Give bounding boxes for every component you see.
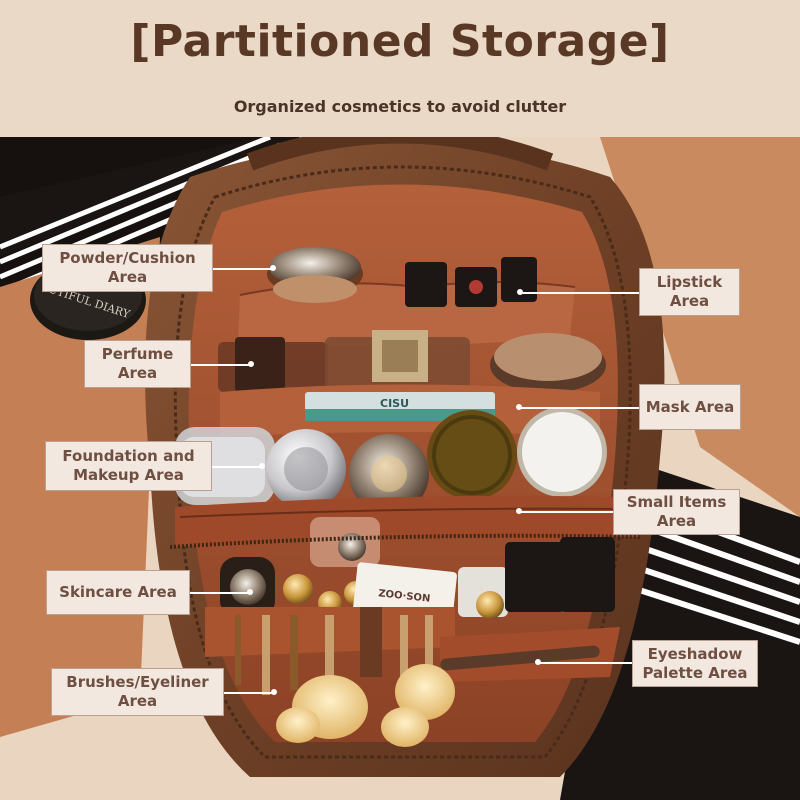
label-small-items-area: Small Items Area (613, 489, 740, 535)
label-brushes-eyeliner-area: Brushes/Eyeliner Area (51, 668, 224, 716)
mask-pocket: CISU (220, 384, 600, 437)
brush-puffs (276, 664, 455, 747)
product-photo: UTIFUL DIARY (0, 137, 800, 800)
page-subtitle: Organized cosmetics to avoid clutter (233, 97, 567, 116)
label-lipstick-area: Lipstick Area (639, 268, 740, 316)
leader-dot-small-items (516, 508, 522, 514)
leader-mask (519, 407, 639, 409)
leader-dot-perfume (248, 361, 254, 367)
mask-text: CISU (380, 397, 409, 410)
leader-dot-eyeshadow (535, 659, 541, 665)
page-title: [Partitioned Storage] (130, 16, 670, 67)
lipsticks (405, 257, 537, 307)
label-skincare-area: Skincare Area (46, 570, 190, 615)
leader-small-items (519, 511, 613, 513)
leader-dot-mask (516, 404, 522, 410)
small-items-pocket (175, 495, 640, 567)
tube-text: ZOO·SON (378, 588, 431, 604)
skincare-items: ZOO·SON (220, 537, 615, 622)
leader-lipstick (520, 292, 640, 294)
leader-brushes (224, 692, 274, 694)
label-powder-cushion-area: Powder/Cushion Area (42, 244, 213, 292)
leader-eyeshadow (538, 662, 632, 664)
leader-dot-brushes (271, 689, 277, 695)
leader-dot-skincare (247, 589, 253, 595)
label-mask-area: Mask Area (639, 384, 741, 430)
leader-foundation (212, 466, 262, 468)
perfume-bottles (218, 330, 606, 393)
label-eyeshadow-palette-area: Eyeshadow Palette Area (632, 640, 758, 687)
brush-pockets (205, 607, 620, 695)
leader-perfume (191, 364, 251, 366)
leader-skincare (190, 592, 250, 594)
label-perfume-area: Perfume Area (84, 340, 191, 388)
bag-illustration: UTIFUL DIARY (0, 137, 800, 800)
leader-dot-foundation (259, 463, 265, 469)
leader-dot-powder (270, 265, 276, 271)
leader-powder (213, 268, 273, 270)
label-foundation-makeup-area: Foundation and Makeup Area (45, 441, 212, 491)
leader-dot-lipstick (517, 289, 523, 295)
powder-jar (267, 247, 363, 303)
zipper-divider (169, 533, 641, 549)
header-banner: [Partitioned Storage] Organized cosmetic… (0, 0, 800, 137)
